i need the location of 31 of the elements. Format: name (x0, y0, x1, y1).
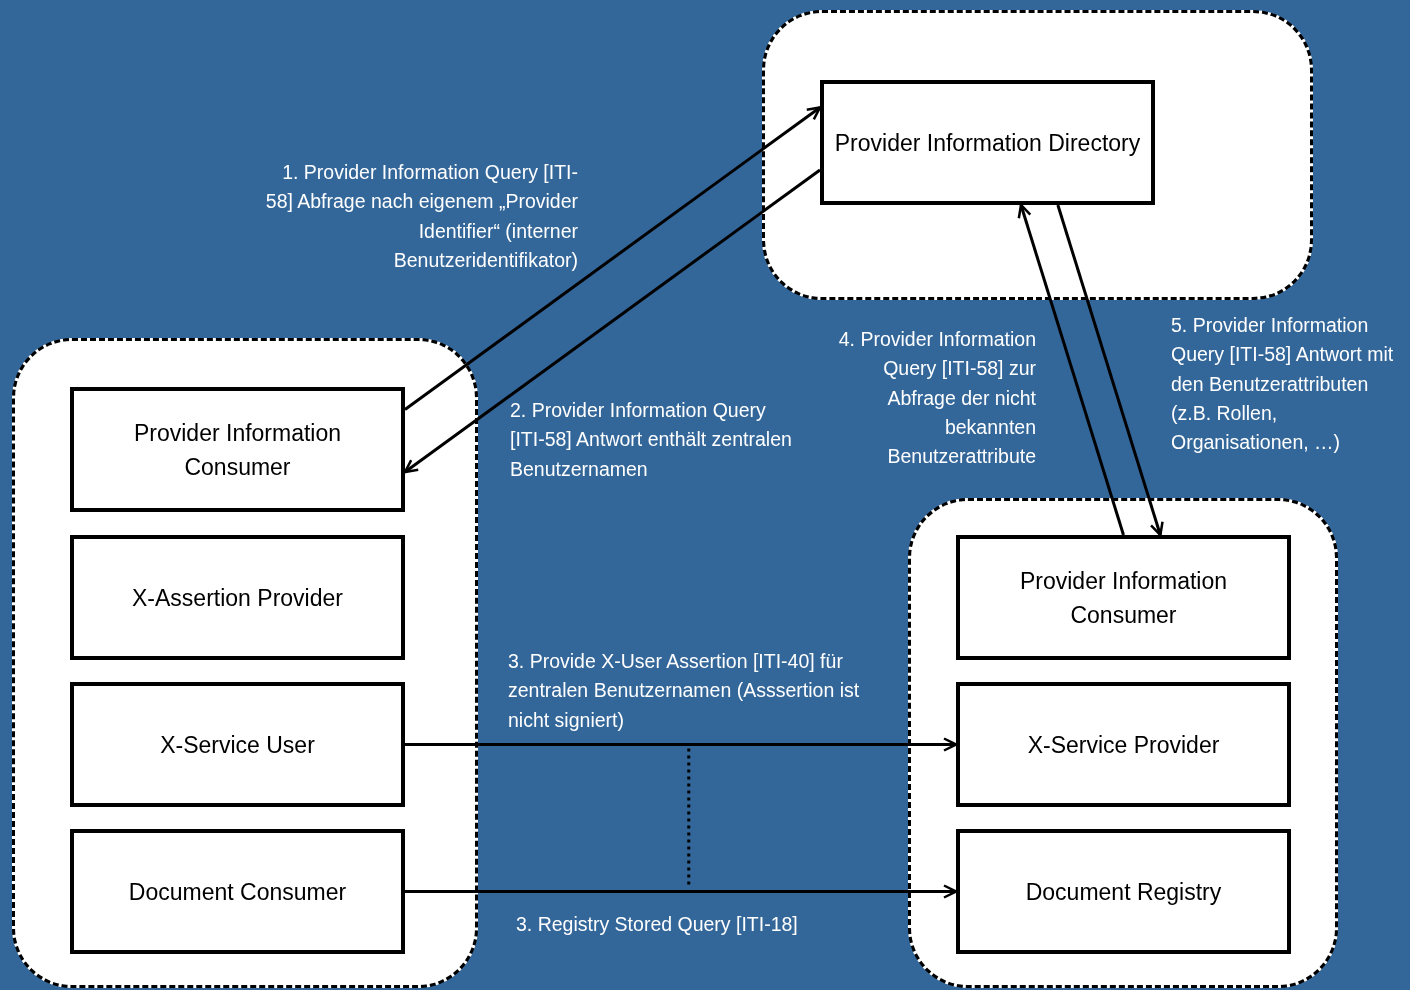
edge-label: 5. Provider Information Query [ITI-58] Antwort mit den Benutzerattributen (z.B. Rollen, Organisationen, …) (1171, 313, 1395, 456)
edge-label: 3. Registry Stored Query [ITI-18] (516, 912, 799, 937)
actor-box (956, 535, 1291, 660)
actor-name: X-Service User (159, 730, 316, 760)
edge-label: 2. Provider Information Query [ITI-58] Antwort enthält zentralen Benutzernamen (510, 398, 793, 482)
actor-box (70, 829, 405, 954)
actor-box (70, 682, 405, 807)
arrow (405, 884, 958, 899)
actor-name: Provider Information Consumer (132, 418, 343, 482)
arrow (1017, 203, 1125, 536)
edge-label: 1. Provider Information Query [ITI-58] Abfrage nach eigenem „Provider Identifier“ (interner Benutzeridentifikator) (264, 160, 578, 273)
actor-name: Provider Information Directory (833, 128, 1142, 158)
arrow (1056, 204, 1164, 537)
actor-box (956, 682, 1291, 807)
actor-name: X-Service Provider (1026, 730, 1221, 760)
actor-box (70, 535, 405, 660)
actor-box (820, 80, 1155, 205)
actor-name: Document Registry (1024, 877, 1223, 907)
arrow (405, 737, 958, 752)
actor-name: Provider Information Consumer (1018, 566, 1229, 630)
dashed-group-container (908, 498, 1338, 988)
arrow (403, 168, 821, 474)
edge-label: 3. Provide X-User Assertion [ITI-40] für zentralen Benutzernamen (Asssertion ist nicht signiert) (508, 649, 861, 733)
edge-label: 4. Provider Information Query [ITI-58] zur Abfrage der nicht bekannten Benutzerattribute (837, 327, 1036, 470)
dashed-group-container (12, 338, 478, 988)
actor-name: Document Consumer (127, 877, 348, 907)
actor-box (70, 387, 405, 512)
arrow (404, 106, 822, 411)
actor-name: X-Assertion Provider (131, 583, 344, 613)
actor-box (956, 829, 1291, 954)
dashed-group-container (762, 10, 1313, 300)
